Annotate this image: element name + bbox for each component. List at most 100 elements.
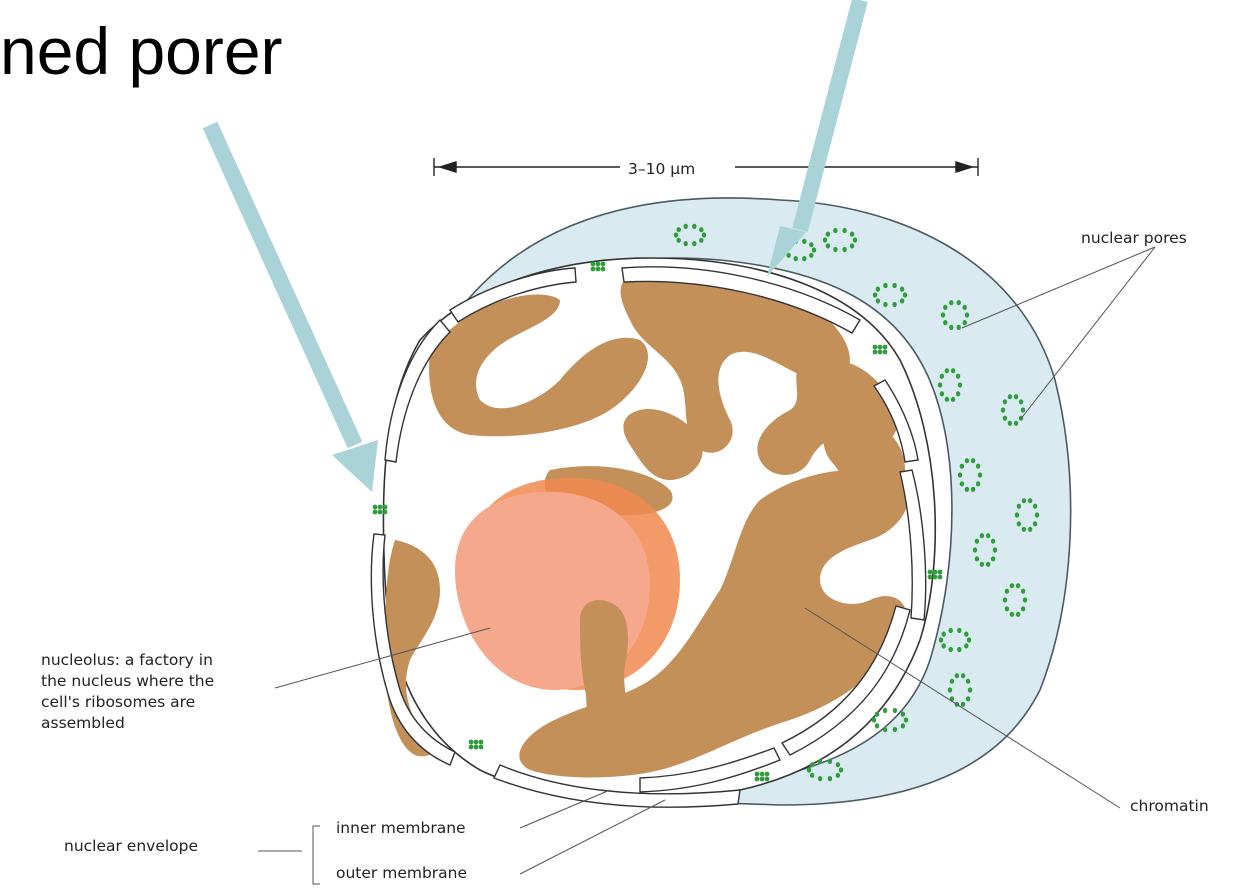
pore-dot <box>965 458 969 463</box>
pore-dot <box>941 312 945 317</box>
pore-dot <box>976 464 980 469</box>
label-nucleolus: nucleolus: a factory in the nucleus wher… <box>41 650 273 734</box>
pore-dot <box>1010 583 1014 588</box>
pore-dot <box>892 283 896 288</box>
pore-dot <box>823 237 827 242</box>
pore-dot <box>850 232 854 237</box>
pore-dot <box>940 391 944 396</box>
pore-dot <box>692 241 696 246</box>
label-nuclear-envelope: nuclear envelope <box>64 836 198 857</box>
pore-dot <box>1005 606 1009 611</box>
pore-dot <box>1003 416 1007 421</box>
pore-dot <box>933 575 938 580</box>
pore-dot <box>949 647 953 652</box>
pore-dot <box>699 227 703 232</box>
pore-dot <box>883 345 888 350</box>
pore-dot <box>943 305 947 310</box>
pore-dot <box>961 673 965 678</box>
pore-dot <box>839 767 843 772</box>
pore-dot <box>1008 394 1012 399</box>
pore-dot <box>928 575 933 580</box>
label-nucleolus-line: assembled <box>41 713 273 734</box>
pore-dot <box>940 374 944 379</box>
pore-dot <box>1022 498 1026 503</box>
pore-dot <box>957 647 961 652</box>
pore-dot <box>945 397 949 402</box>
pore-dot <box>833 247 837 252</box>
pore-dot <box>957 628 961 633</box>
pore-dot <box>991 556 995 561</box>
pore-dot <box>951 397 955 402</box>
pore-dot <box>1035 512 1039 517</box>
pore-dot <box>873 292 877 297</box>
label-inner-membrane: inner membrane <box>336 818 466 839</box>
pore-dot <box>479 745 484 750</box>
pore-dot <box>883 727 887 732</box>
pore-dot <box>699 238 703 243</box>
pore-dot <box>1001 407 1005 412</box>
pore-dot <box>980 562 984 567</box>
pore-dot <box>1016 612 1020 617</box>
pore-dot <box>901 723 905 728</box>
pore-dot <box>760 772 765 777</box>
pore-dot <box>677 238 681 243</box>
pore-dot <box>957 325 961 330</box>
pore-dot <box>943 320 947 325</box>
pore-dot <box>1021 407 1025 412</box>
pore-dot <box>956 391 960 396</box>
pore-dot <box>591 267 596 272</box>
pore-dot <box>958 472 962 477</box>
pore-dot <box>828 759 832 764</box>
pore-dot <box>949 628 953 633</box>
label-chromatin: chromatin <box>1130 796 1209 817</box>
pore-dot <box>1010 612 1014 617</box>
pore-dot <box>945 368 949 373</box>
pore-dot <box>948 687 952 692</box>
pore-dot <box>383 510 388 515</box>
pore-dot <box>853 237 857 242</box>
pore-dot <box>883 283 887 288</box>
pore-dot <box>986 562 990 567</box>
pore-dot <box>949 325 953 330</box>
label-nuclear-pores: nuclear pores <box>1081 228 1187 249</box>
pore-dot <box>900 298 904 303</box>
pore-dot <box>818 759 822 764</box>
pore-dot <box>810 773 814 778</box>
pore-dot <box>469 745 474 750</box>
pore-dot <box>1033 504 1037 509</box>
pore-dot <box>1028 527 1032 532</box>
scale-bar-arrow-left <box>440 162 456 172</box>
pore-dot <box>971 458 975 463</box>
pore-dot <box>933 570 938 575</box>
pore-dot <box>883 350 888 355</box>
pore-dot <box>965 487 969 492</box>
pore-dot <box>875 723 879 728</box>
pore-dot <box>942 632 946 637</box>
pore-dot <box>964 632 968 637</box>
pore-dot <box>961 702 965 707</box>
pore-dot <box>904 717 908 722</box>
pore-dot <box>479 740 484 745</box>
pore-dot <box>802 239 806 244</box>
pore-dot <box>980 533 984 538</box>
pointer-arrow-left <box>210 125 378 492</box>
page-title: ned porer <box>0 18 283 84</box>
pore-dot <box>1015 512 1019 517</box>
pore-dot <box>955 673 959 678</box>
pore-dot <box>957 300 961 305</box>
pore-dot <box>1008 421 1012 426</box>
pore-dot <box>978 472 982 477</box>
pore-dot <box>950 679 954 684</box>
pore-dot <box>1014 421 1018 426</box>
pore-dot <box>373 510 378 515</box>
pore-dot <box>878 350 883 355</box>
pore-dot <box>883 302 887 307</box>
pore-dot <box>873 350 878 355</box>
pore-dot <box>901 712 905 717</box>
pore-dot <box>692 224 696 229</box>
pore-dot <box>378 505 383 510</box>
pore-dot <box>873 345 878 350</box>
pore-dot <box>474 740 479 745</box>
pore-dot <box>975 539 979 544</box>
pore-dot <box>1021 589 1025 594</box>
